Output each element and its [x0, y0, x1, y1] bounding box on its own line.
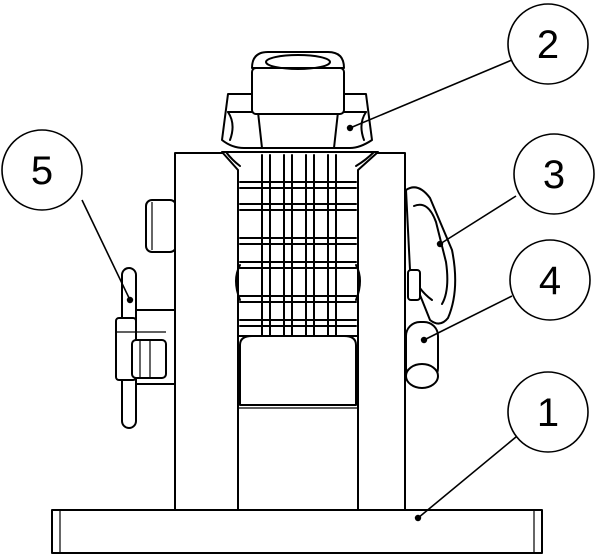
leader-dot-5 — [126, 296, 134, 304]
leader-dot-3 — [436, 240, 444, 248]
leader-dot-1 — [414, 514, 422, 522]
callout-3: 3 — [513, 133, 595, 215]
callout-label-5: 5 — [31, 149, 53, 193]
screw-cap — [251, 51, 345, 115]
handle-right — [405, 186, 457, 325]
callout-circle-5 — [1, 129, 83, 211]
callout-leaders — [81, 59, 523, 522]
callout-circle-3 — [513, 133, 595, 215]
callout-circle-4 — [509, 239, 591, 321]
callout-label-2: 2 — [537, 23, 559, 67]
callout-1: 1 — [507, 371, 589, 453]
base-plate — [51, 509, 543, 554]
leader-1 — [417, 431, 523, 519]
leader-2 — [349, 59, 513, 129]
leader-dot-2 — [346, 124, 354, 132]
callout-label-3: 3 — [543, 153, 565, 197]
callout-label-4: 4 — [539, 259, 561, 303]
handle-left — [115, 267, 167, 429]
leader-4 — [423, 295, 513, 341]
pin — [405, 321, 439, 389]
callout-4: 4 — [509, 239, 591, 321]
callout-2: 2 — [507, 3, 589, 85]
leader-3 — [439, 195, 517, 245]
callout-circle-1 — [507, 371, 589, 453]
callout-label-1: 1 — [537, 391, 559, 435]
leader-5 — [81, 199, 131, 301]
callout-circle-2 — [507, 3, 589, 85]
callout-5: 5 — [1, 129, 83, 211]
plunger — [221, 151, 379, 406]
leader-dot-4 — [420, 336, 428, 344]
